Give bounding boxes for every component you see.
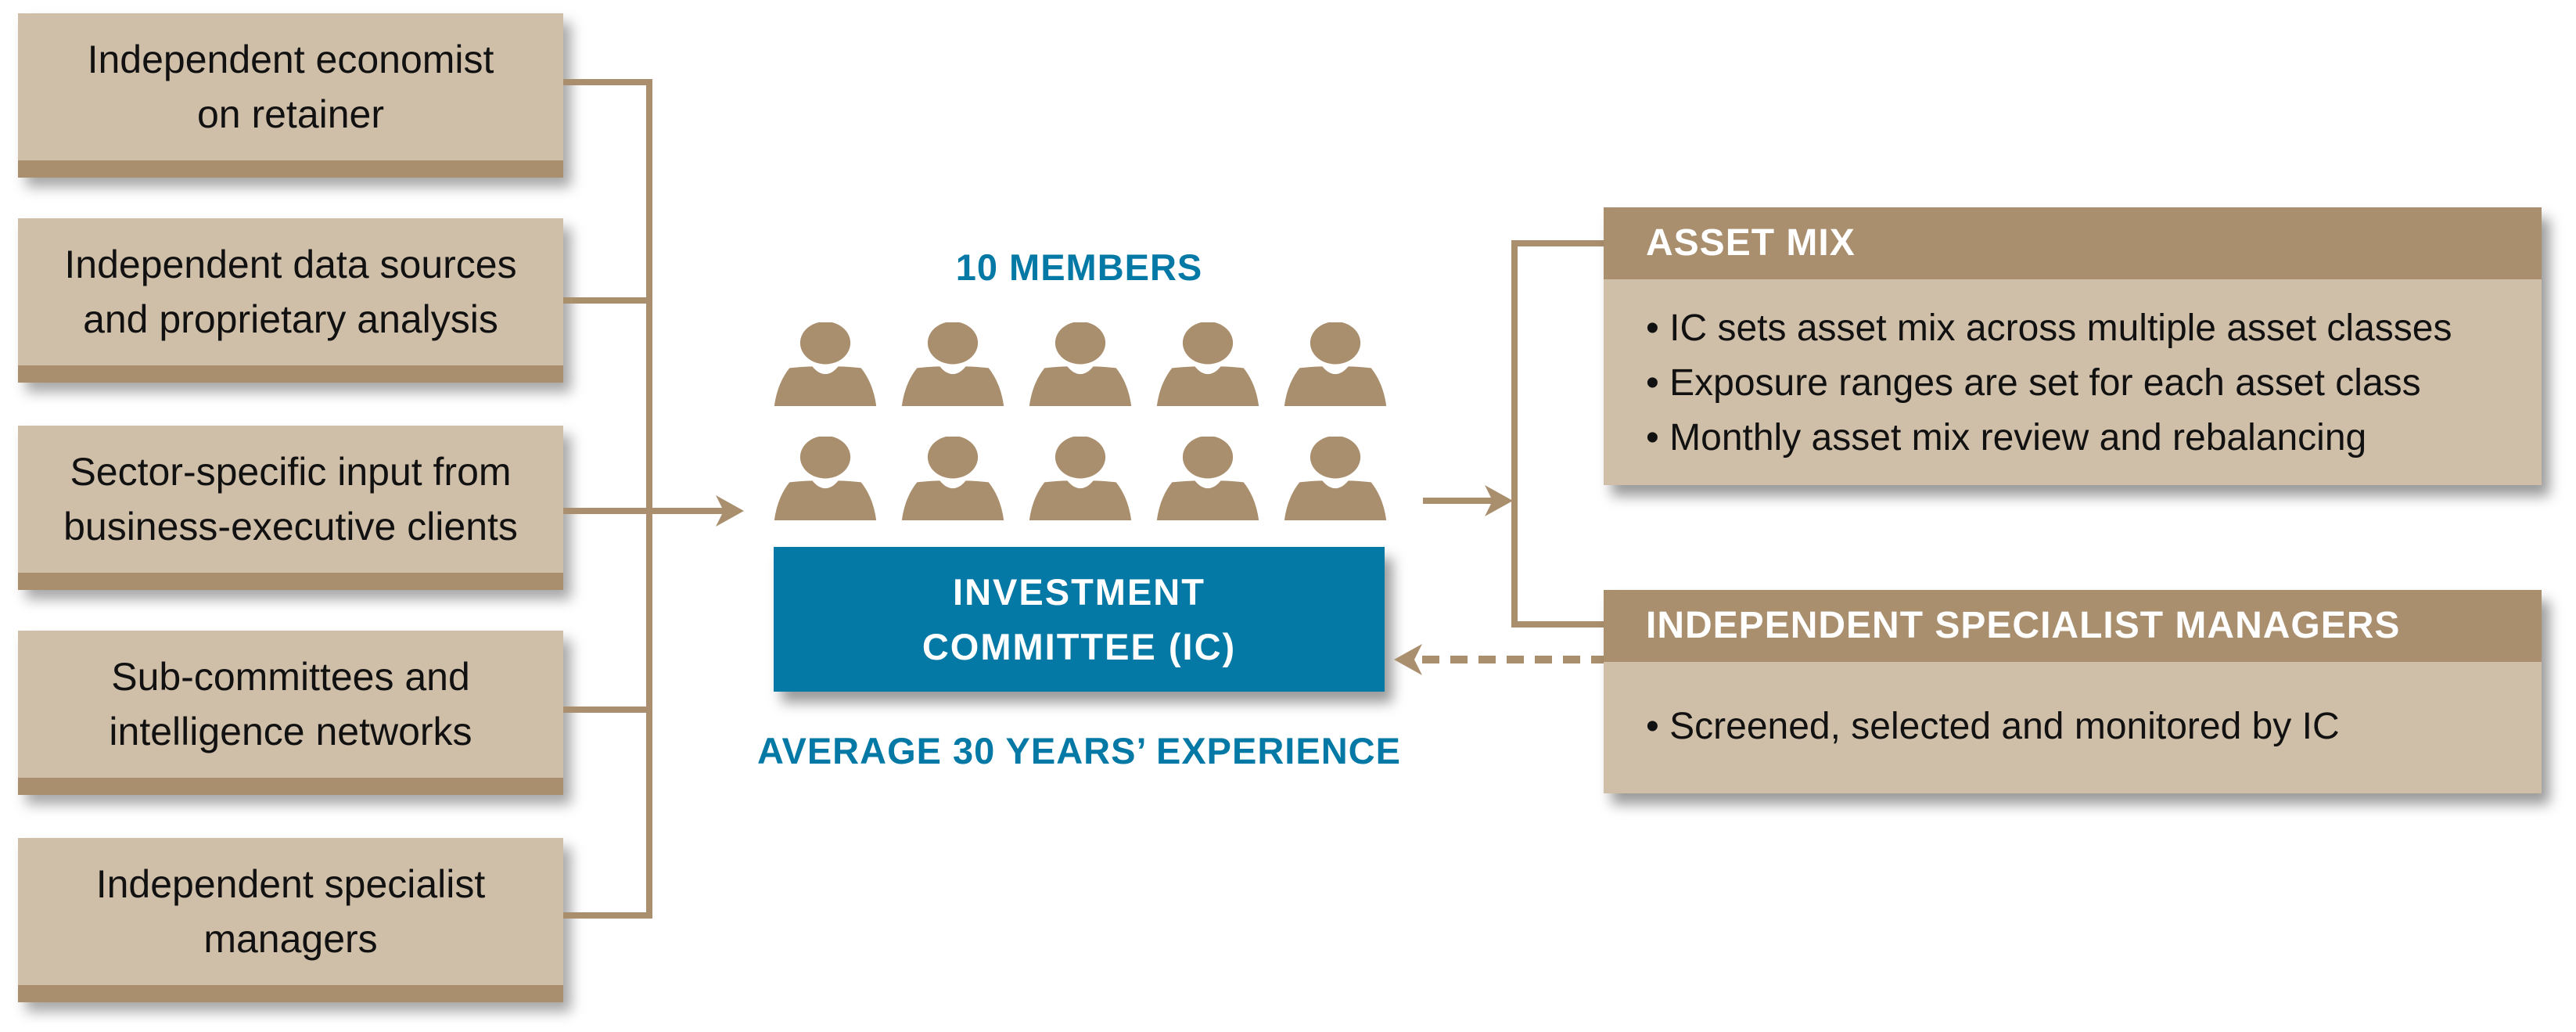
committee-title-line2: COMMITTEE (IC) [922,625,1237,667]
box-footer-strip [18,985,563,1002]
left-connector-tick [563,912,652,919]
box-footer-strip [18,365,563,383]
input-box-label: Independent specialist managers [18,838,563,985]
person-icon [774,437,877,520]
committee-title-line1: INVESTMENT [953,570,1205,613]
output-arrow-head-icon [1485,485,1513,516]
person-icon [1284,437,1387,520]
person-icon [1156,322,1259,406]
specialist-managers-bullets: Screened, selected and monitored by IC [1604,662,2542,754]
asset-mix-title: ASSET MIX [1604,207,2542,279]
feedback-dashed-arrow [1394,644,1604,675]
person-icon [1029,437,1132,520]
right-connector-tick [1511,621,1604,627]
input-label-line: Independent specialist [95,862,486,906]
left-connector-tick [563,707,652,713]
person-icon [1156,437,1259,520]
box-footer-strip [18,573,563,590]
bullet-item: Screened, selected and monitored by IC [1604,699,2542,754]
investment-committee-box: INVESTMENT COMMITTEE (IC) [774,547,1385,692]
person-icon [901,437,1004,520]
input-label-line: on retainer [196,92,385,136]
input-label-line: Independent economist [87,38,494,81]
asset-mix-box: ASSET MIX IC sets asset mix across multi… [1604,207,2542,485]
input-box-sector-input: Sector-specific input from business-execu… [18,426,563,590]
person-icon [1284,322,1387,406]
input-label-line: Sub-committees and [111,655,470,699]
input-label-line: managers [203,917,378,961]
bullet-item: Monthly asset mix review and rebalancing [1604,411,2542,466]
input-box-label: Independent economist on retainer [18,13,563,160]
specialist-managers-title: INDEPENDENT SPECIALIST MANAGERS [1604,590,2542,662]
input-arrow-shaft [652,508,731,514]
input-label-line: Sector-specific input from [70,450,512,494]
left-connector-vertical [646,81,652,919]
input-label-line: business-executive clients [63,505,518,548]
specialist-managers-box: INDEPENDENT SPECIALIST MANAGERS Screened… [1604,590,2542,793]
left-connector-tick [563,508,652,514]
person-icon [774,322,877,406]
bullet-item: Exposure ranges are set for each asset c… [1604,356,2542,411]
input-box-economist: Independent economist on retainer [18,13,563,178]
right-connector-tick [1511,240,1604,246]
input-label-line: Independent data sources [64,243,517,286]
input-box-sub-committees: Sub-committees and intelligence networks [18,631,563,795]
input-box-specialist-managers: Independent specialist managers [18,838,563,1002]
input-box-label: Independent data sources and proprietary … [18,218,563,365]
box-footer-strip [18,160,563,178]
input-label-line: and proprietary analysis [83,297,498,341]
input-box-label: Sector-specific input from business-execu… [18,426,563,573]
asset-mix-bullets: IC sets asset mix across multiple asset … [1604,279,2542,466]
input-box-data-sources: Independent data sources and proprietary … [18,218,563,383]
person-icon [1029,322,1132,406]
input-label-line: intelligence networks [109,710,472,753]
box-footer-strip [18,778,563,795]
right-connector-vertical [1511,240,1518,627]
left-connector-tick [563,79,652,85]
person-icon [901,322,1004,406]
members-count-label: 10 MEMBERS [955,246,1203,288]
input-arrow-head-icon [716,495,744,527]
bullet-item: IC sets asset mix across multiple asset … [1604,301,2542,356]
experience-label: AVERAGE 30 YEARS’ EXPERIENCE [757,730,1401,771]
input-box-label: Sub-committees and intelligence networks [18,631,563,778]
output-arrow-shaft [1423,498,1493,504]
left-connector-tick [563,297,652,304]
